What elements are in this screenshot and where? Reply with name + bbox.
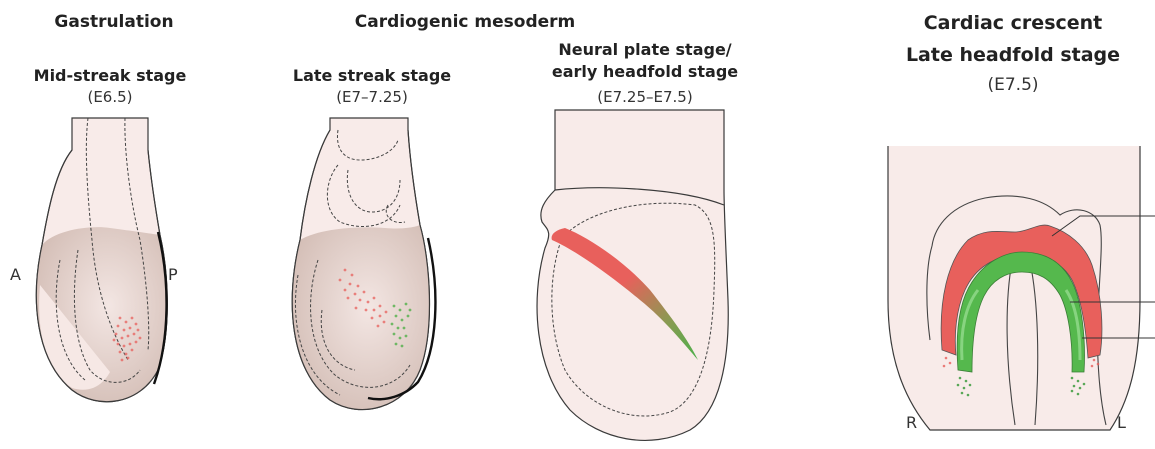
panel4-embryo — [888, 146, 1155, 430]
panel3-embryo — [537, 110, 728, 440]
panel1-embryo — [36, 118, 167, 402]
panel2-embryo — [292, 118, 435, 410]
